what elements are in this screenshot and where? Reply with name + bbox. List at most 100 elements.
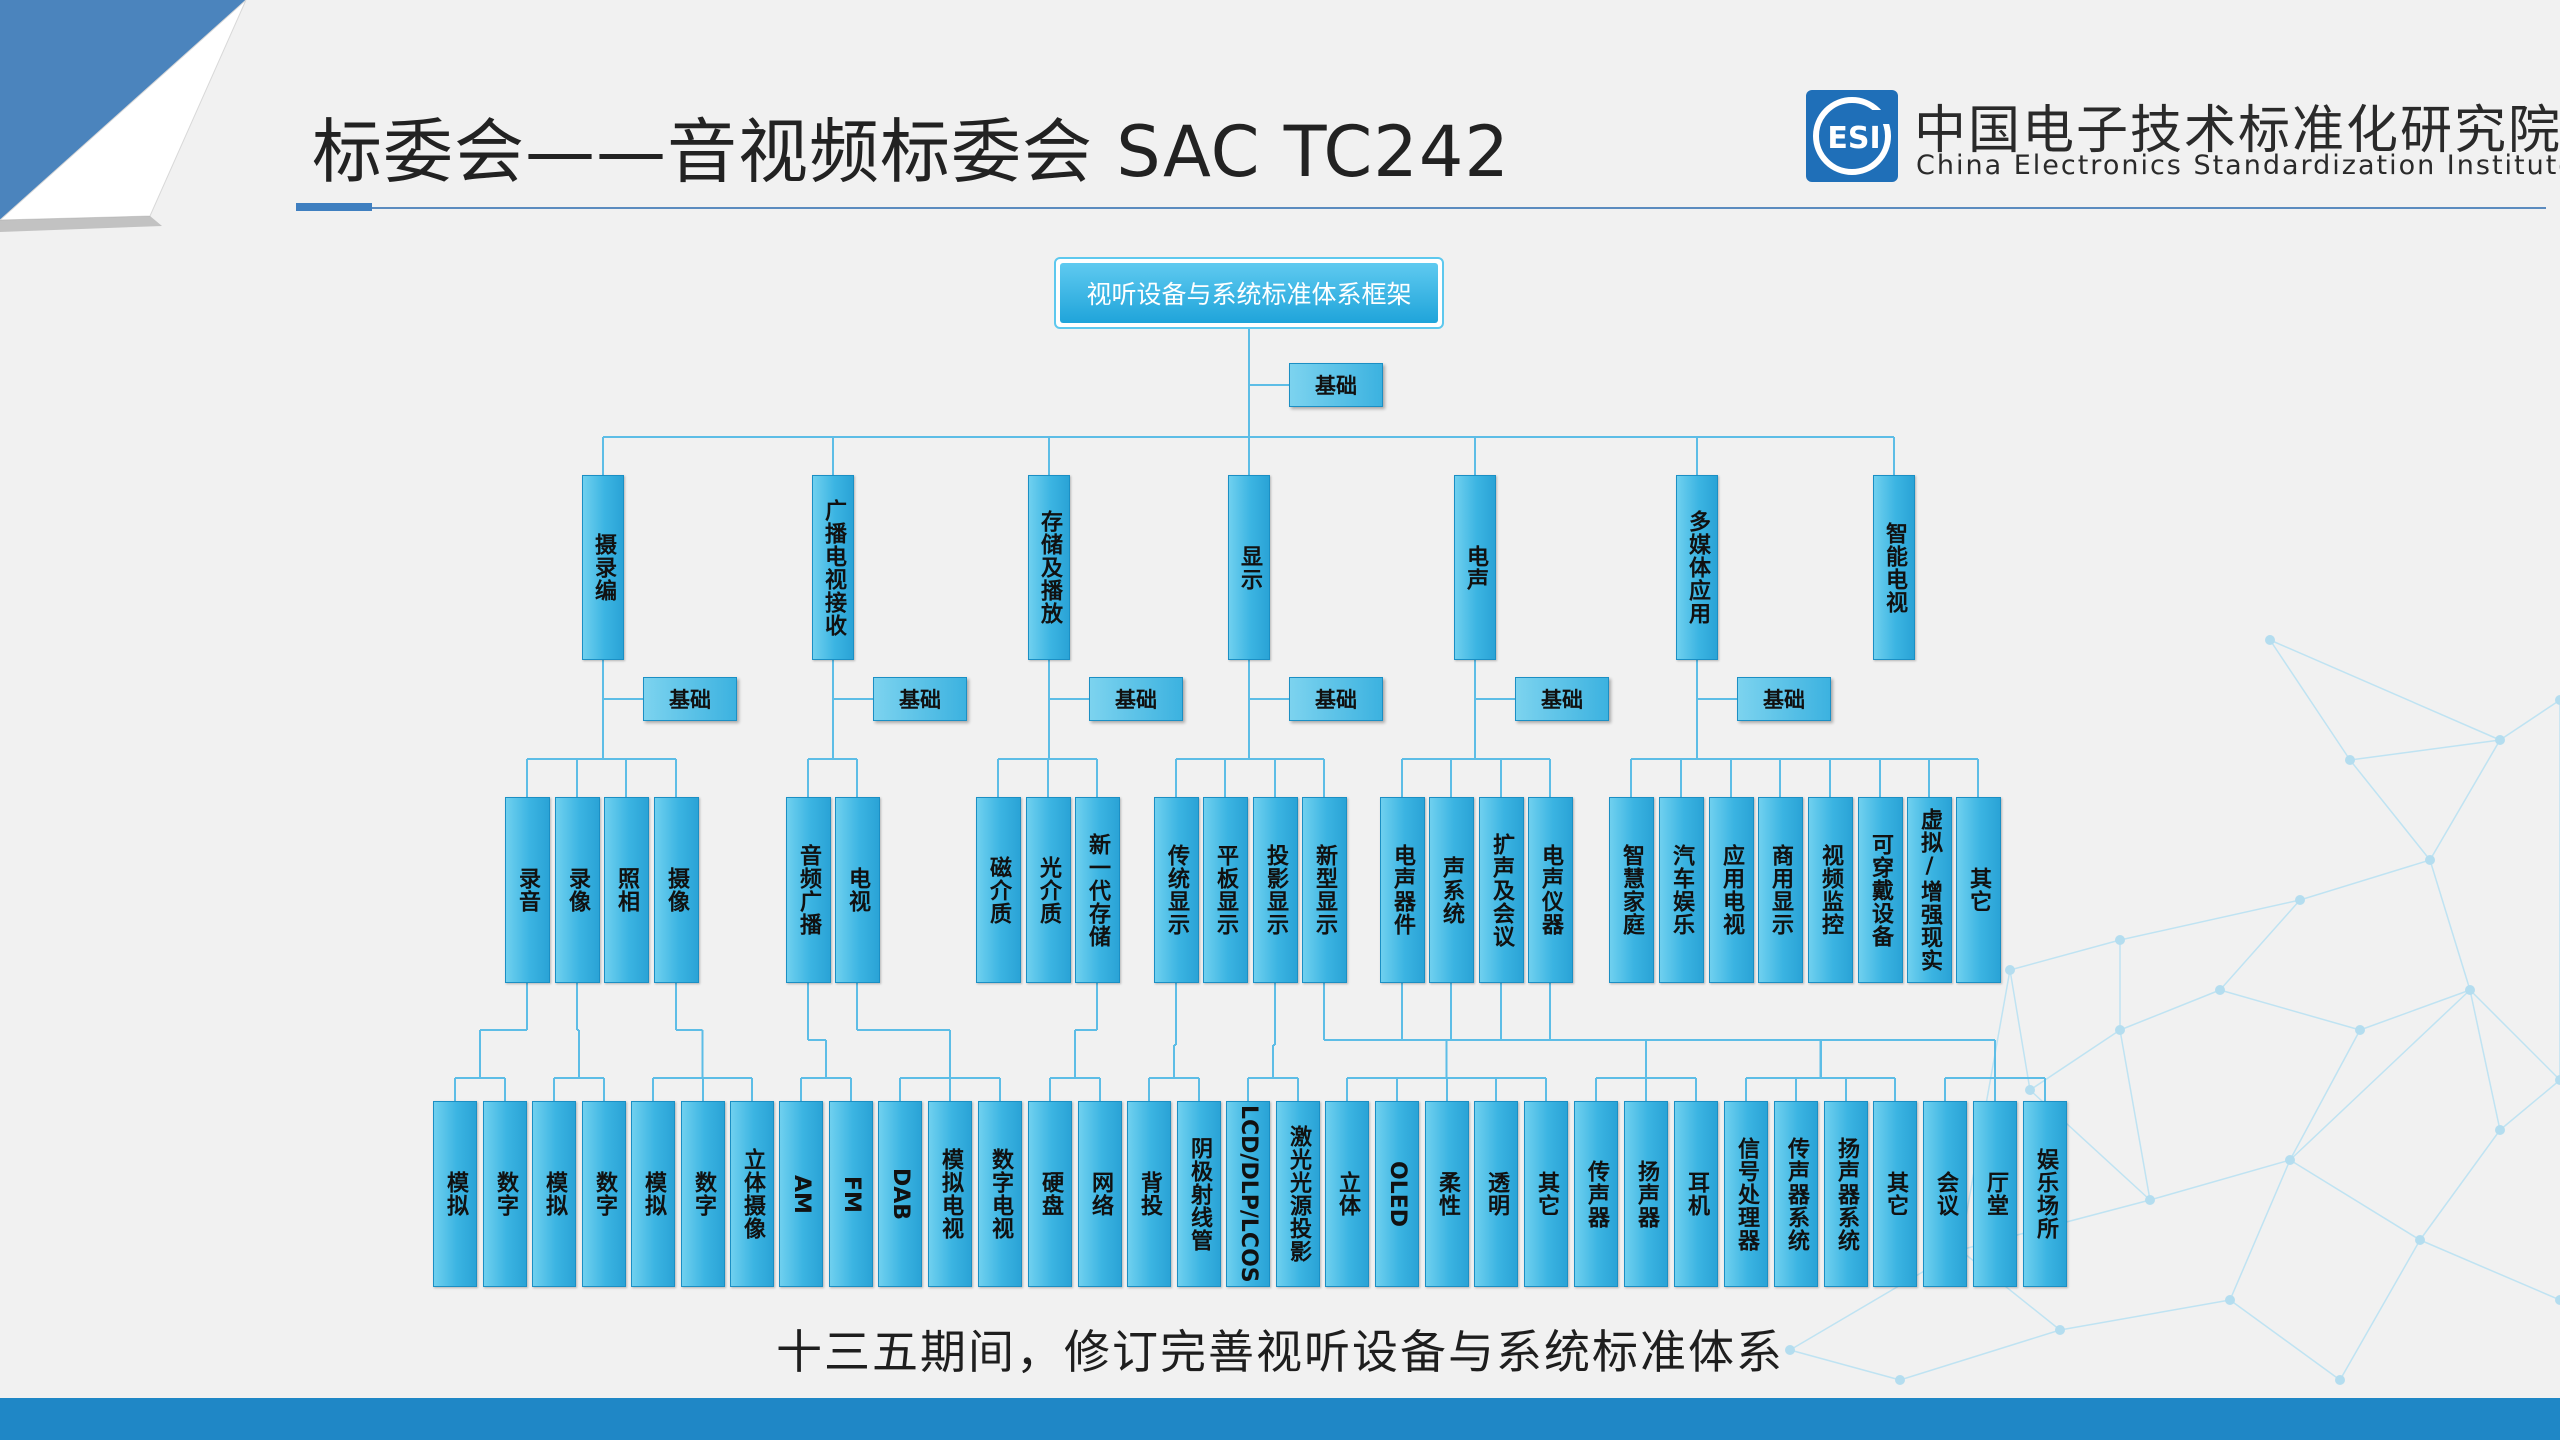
leaf-node-label: 透明 [1484,1171,1509,1217]
basis-label-3: 基础 [1089,677,1183,721]
network-edge [2349,739,2501,761]
network-node [2055,1325,2065,1335]
leaf-node: 传声器系统 [1774,1101,1818,1287]
category-node-label: 摄录编 [591,533,616,602]
mid-node-label: 声系统 [1439,855,1464,925]
mid-node: 投影显示 [1252,797,1298,983]
basis-label-6: 基础 [1737,677,1831,721]
org-name-en: China Electronics Standardization Instit… [1916,150,2560,181]
mid-node-label: 可穿戴设备 [1868,832,1893,948]
network-node [2345,755,2355,765]
leaf-node-label: 数字 [592,1171,617,1217]
leaf-node: 网络 [1078,1101,1122,1287]
network-edge [2029,1029,2121,1091]
mid-node: 视频监控 [1807,797,1853,983]
basis-label-root: 基础 [1289,363,1383,407]
leaf-node: 厅堂 [1973,1101,2017,1287]
network-node [2465,985,2475,995]
mid-node-label: 应用电视 [1719,844,1744,936]
mid-node-label: 其它 [1966,867,1991,913]
mid-node-label: 新型显示 [1312,844,1337,936]
network-edge [2419,1239,2560,1301]
network-node [2555,695,2560,705]
leaf-node-label: 娱乐场所 [2033,1148,2058,1240]
mid-node: 新型显示 [1301,797,1347,983]
leaf-node-label: FM [839,1175,864,1213]
category-node-label: 多媒体应用 [1685,510,1710,625]
mid-node: 汽车娱乐 [1658,797,1704,983]
leaf-node: OLED [1375,1101,1419,1287]
leaf-node-label: 厅堂 [1983,1171,2008,1217]
leaf-node: 数字 [483,1101,527,1287]
leaf-node-label: 模拟电视 [938,1148,963,1240]
mid-node: 电视 [834,797,880,983]
leaf-node-label: 硬盘 [1038,1171,1063,1217]
mid-node: 录音 [504,797,550,983]
mid-node: 扩声及会议 [1478,797,1524,983]
network-node [2115,1025,2125,1035]
category-node: 显示 [1228,475,1270,660]
network-node [2425,855,2435,865]
category-node: 电声 [1454,475,1496,660]
basis-label-4: 基础 [1289,677,1383,721]
mid-node-label: 平板显示 [1213,844,1238,936]
network-node [2285,1155,2295,1165]
mid-node-label: 商用显示 [1768,844,1793,936]
category-node: 多媒体应用 [1676,475,1718,660]
mid-node-label: 录音 [515,867,540,913]
leaf-node-label: 背投 [1137,1171,1162,1217]
category-node: 智能电视 [1873,475,1915,660]
mid-node: 商用显示 [1757,797,1803,983]
leaf-node: 数字 [681,1101,725,1287]
leaf-node-label: LCD/DLP/LCOS [1236,1105,1261,1283]
network-edge [2429,739,2501,861]
mid-node: 平板显示 [1202,797,1248,983]
mid-node: 电声器件 [1379,797,1425,983]
category-node: 广播电视接收 [812,475,854,660]
leaf-node-label: 立体摄像 [740,1148,765,1240]
basis-label-5: 基础 [1515,677,1609,721]
network-edge [2499,1079,2560,1131]
mid-node: 新一代存储 [1074,797,1120,983]
mid-node-label: 磁介质 [986,855,1011,925]
leaf-node: 其它 [1524,1101,1568,1287]
leaf-node: FM [829,1101,873,1287]
leaf-node-label: 网络 [1088,1171,1113,1217]
org-name-cn: 中国电子技术标准化研究院 [1914,101,2560,161]
leaf-node: 模拟 [532,1101,576,1287]
network-edge [2469,989,2501,1131]
leaf-node-label: 模拟 [542,1171,567,1217]
leaf-node-label: 模拟 [443,1171,468,1217]
network-edge [2499,699,2560,741]
mid-node: 可穿戴设备 [1857,797,1903,983]
leaf-node: 立体摄像 [730,1101,774,1287]
esi-logo: ESI [1806,90,1898,182]
leaf-node-label: 柔性 [1435,1171,1460,1217]
network-node [1785,1345,1795,1355]
basis-label-2: 基础 [873,677,967,721]
leaf-node: AM [779,1101,823,1287]
mid-node-label: 摄像 [664,867,689,913]
network-edge [2289,989,2471,1161]
leaf-node-label: OLED [1385,1160,1410,1227]
network-edge [2419,1129,2501,1241]
network-node [2225,1295,2235,1305]
leaf-node-label: 数字 [493,1171,518,1217]
leaf-node: 激光光源投影 [1276,1101,1320,1287]
category-node: 存储及播放 [1028,475,1070,660]
category-node-label: 显示 [1237,544,1262,591]
leaf-node-label: 其它 [1883,1171,1908,1217]
mid-node: 录像 [554,797,600,983]
network-node [2495,735,2505,745]
leaf-node-label: 数字电视 [988,1148,1013,1240]
mid-node-label: 传统显示 [1164,844,1189,936]
root-node-label: 视听设备与系统标准体系框架 [1060,263,1438,323]
network-edge [2289,1159,2421,1241]
network-node [2495,1125,2505,1135]
category-node-label: 广播电视接收 [821,498,846,637]
mid-node-label: 新一代存储 [1085,832,1110,948]
network-node [2555,1075,2560,1085]
mid-node-label: 视频监控 [1818,844,1843,936]
network-edge [1789,1349,1901,1381]
network-edge [2359,989,2471,1031]
